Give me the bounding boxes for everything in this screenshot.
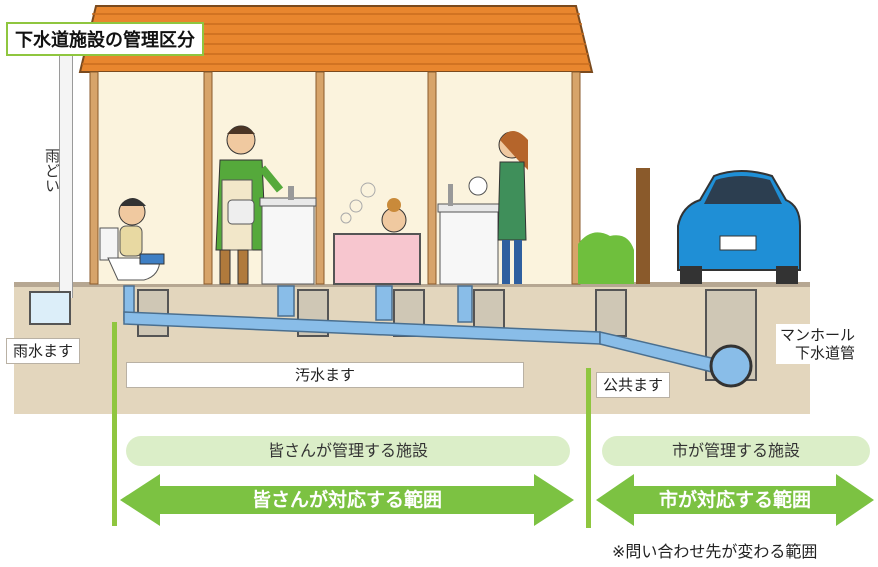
pillar [427,71,437,285]
city-range-arrow [596,474,874,526]
pillar [203,71,213,285]
osui-masu-label: 汚水ます [126,362,524,388]
amadoi-label: 雨どい [43,148,61,193]
shrub [578,232,634,284]
pillar [89,71,99,285]
usui-masu-label: 雨水ます [6,338,81,364]
pillar [571,71,581,285]
pillar [315,71,325,285]
city-range-text: 市が対応する範囲 [658,489,811,511]
lateral-pipe [277,285,295,317]
rain-inlet [29,291,71,325]
manhole-label-box: マンホール 下水道管 [776,324,860,364]
kitchen-sink [437,184,501,285]
lateral-pipe [375,285,393,321]
city-facility-pill: 市が管理する施設 [602,436,870,466]
bathtub [333,182,421,285]
note-text: ※問い合わせ先が変わる範囲 [612,542,818,561]
mother-figure [468,131,528,284]
gesuidokan-label: 下水道管 [795,344,856,362]
father-figure [215,125,284,285]
residents-range-arrow [120,474,574,526]
residents-range-text: 皆さんが対応する範囲 [251,489,442,511]
manhole-label: マンホール [780,326,856,344]
page-title: 下水道施設の管理区分 [6,22,204,56]
lateral-pipe [457,285,473,323]
residents-facility-pill: 皆さんが管理する施設 [126,436,570,466]
car [677,170,801,284]
kokyo-masu-label: 公共ます [596,372,671,398]
fence-post [636,168,650,284]
boundary-left [112,322,117,526]
boundary-right [586,368,591,528]
kokyo-masu-chamber [595,289,627,337]
sink [259,186,317,285]
toilet-fixture [99,198,165,281]
sewer-main [709,344,753,388]
